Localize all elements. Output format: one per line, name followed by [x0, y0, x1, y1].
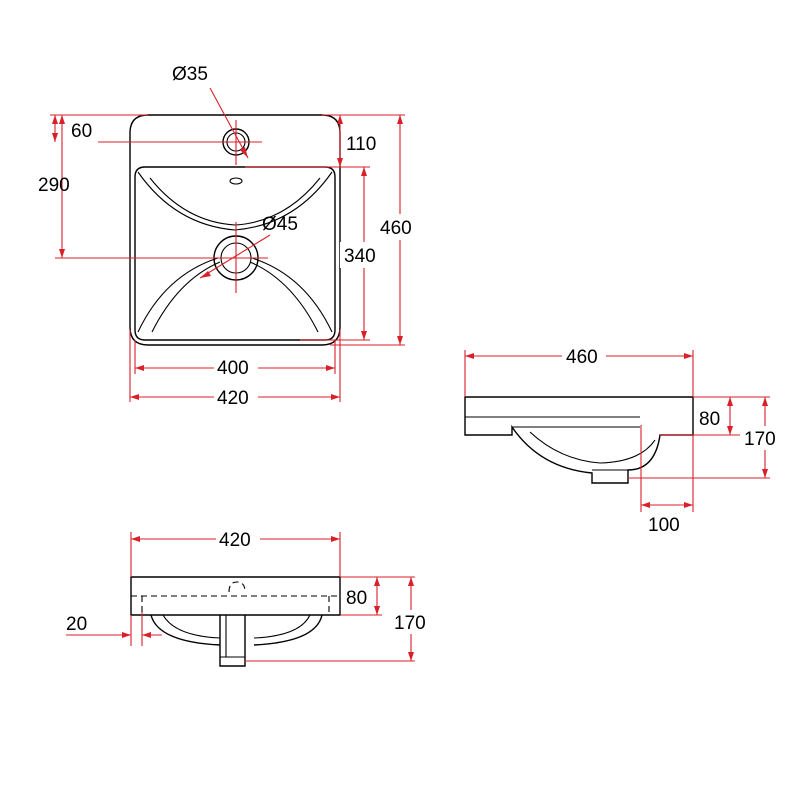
front-overall-height-label: 170 — [394, 613, 426, 634]
tap-hole-offset-label: 60 — [71, 121, 92, 142]
tap-hole-diameter-label: Ø35 — [172, 64, 208, 85]
bowl-length-label: 340 — [344, 246, 376, 267]
side-overall-length-label: 460 — [566, 347, 598, 368]
front-bowl-outline — [150, 614, 323, 646]
overflow-offset-label: 110 — [346, 134, 376, 155]
overall-length-label: 460 — [380, 218, 412, 239]
side-overall-height-label: 170 — [744, 429, 776, 450]
bowl-width-label: 400 — [217, 358, 249, 379]
side-rim-height-label: 80 — [699, 409, 720, 430]
overall-width-label: 420 — [217, 388, 249, 409]
front-rim-height-label: 80 — [346, 588, 367, 609]
front-view: 420 80 170 20 — [66, 527, 436, 667]
side-view: 460 80 170 100 — [464, 344, 788, 536]
drain-diameter-label: Ø45 — [262, 214, 298, 235]
front-edge-offset-label: 20 — [66, 614, 87, 635]
side-rim-outline — [464, 396, 694, 484]
bowl-contour-lines — [137, 171, 333, 333]
top-view: Ø35 Ø45 60 290 110 340 460 — [38, 64, 422, 409]
overflow-slot — [229, 177, 243, 185]
front-overall-width-label: 420 — [219, 530, 251, 551]
side-drain-offset-label: 100 — [648, 515, 680, 536]
drain-position-label: 290 — [38, 175, 70, 196]
bowl-outline — [134, 166, 336, 341]
front-drain-outline — [219, 615, 246, 667]
